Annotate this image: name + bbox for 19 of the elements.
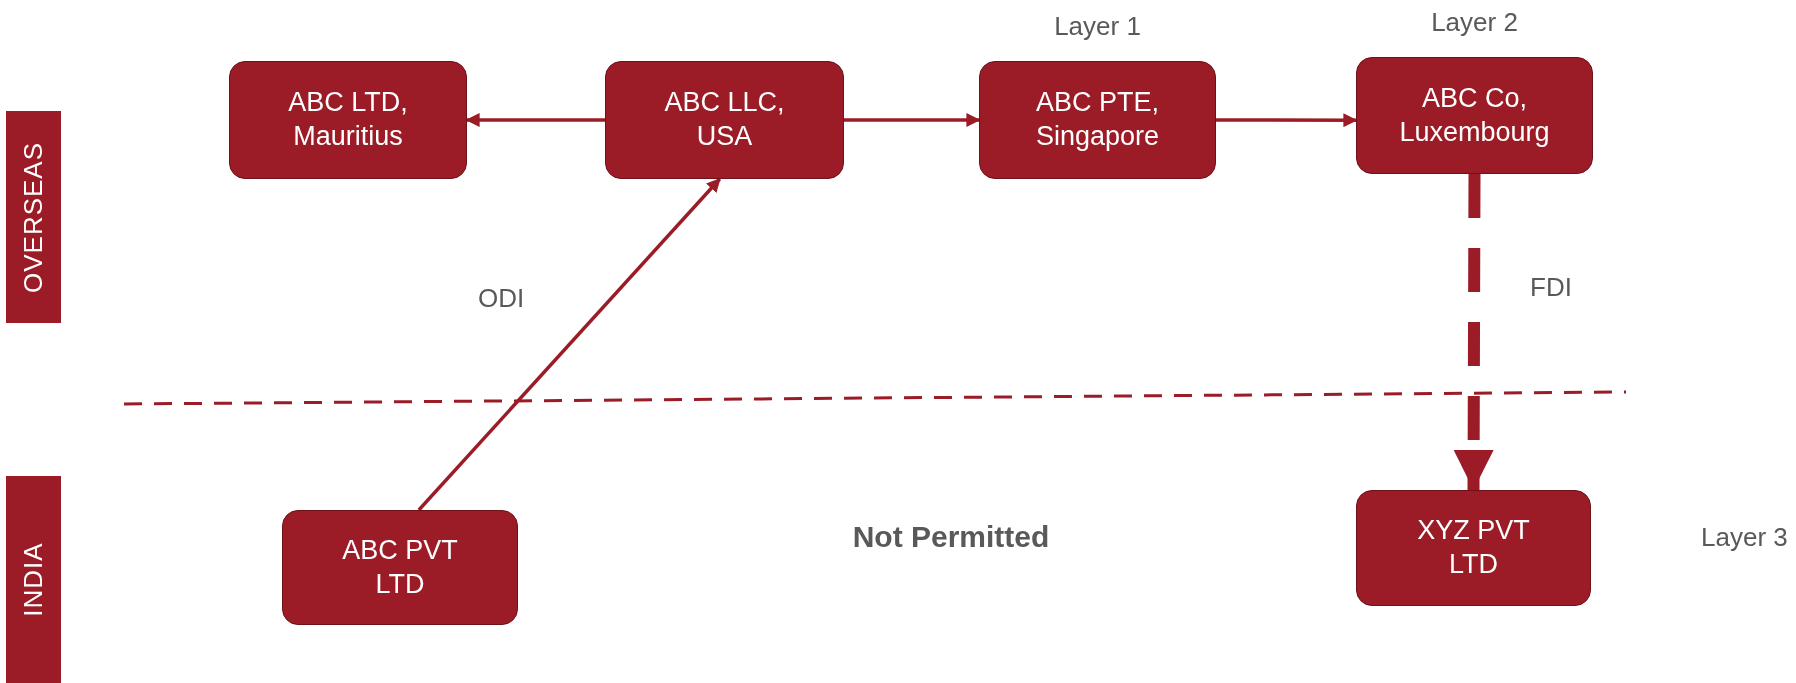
note-text: Not Permitted [852,520,1050,554]
entity-box: ABC PTE, Singapore [979,61,1216,179]
entity-box: XYZ PVT LTD [1356,490,1591,606]
layer-label: Layer 2 [1431,7,1518,38]
arrow [1453,174,1494,490]
arrow [465,113,605,127]
arrow [844,113,981,127]
arrow [417,177,721,512]
entity-box: ABC LTD, Mauritius [229,61,467,179]
edge-label: ODI [478,283,525,314]
layer-label: Layer 1 [1054,11,1141,42]
entity-box: ABC PVT LTD [282,510,518,625]
entity-box: ABC LLC, USA [605,61,844,179]
region-band: INDIA [6,476,61,683]
arrow [1216,113,1358,128]
region-band: OVERSEAS [6,111,61,323]
note-text: Layer 3 [1701,522,1788,553]
edge-label: FDI [1530,272,1572,303]
entity-box: ABC Co, Luxembourg [1356,57,1593,174]
